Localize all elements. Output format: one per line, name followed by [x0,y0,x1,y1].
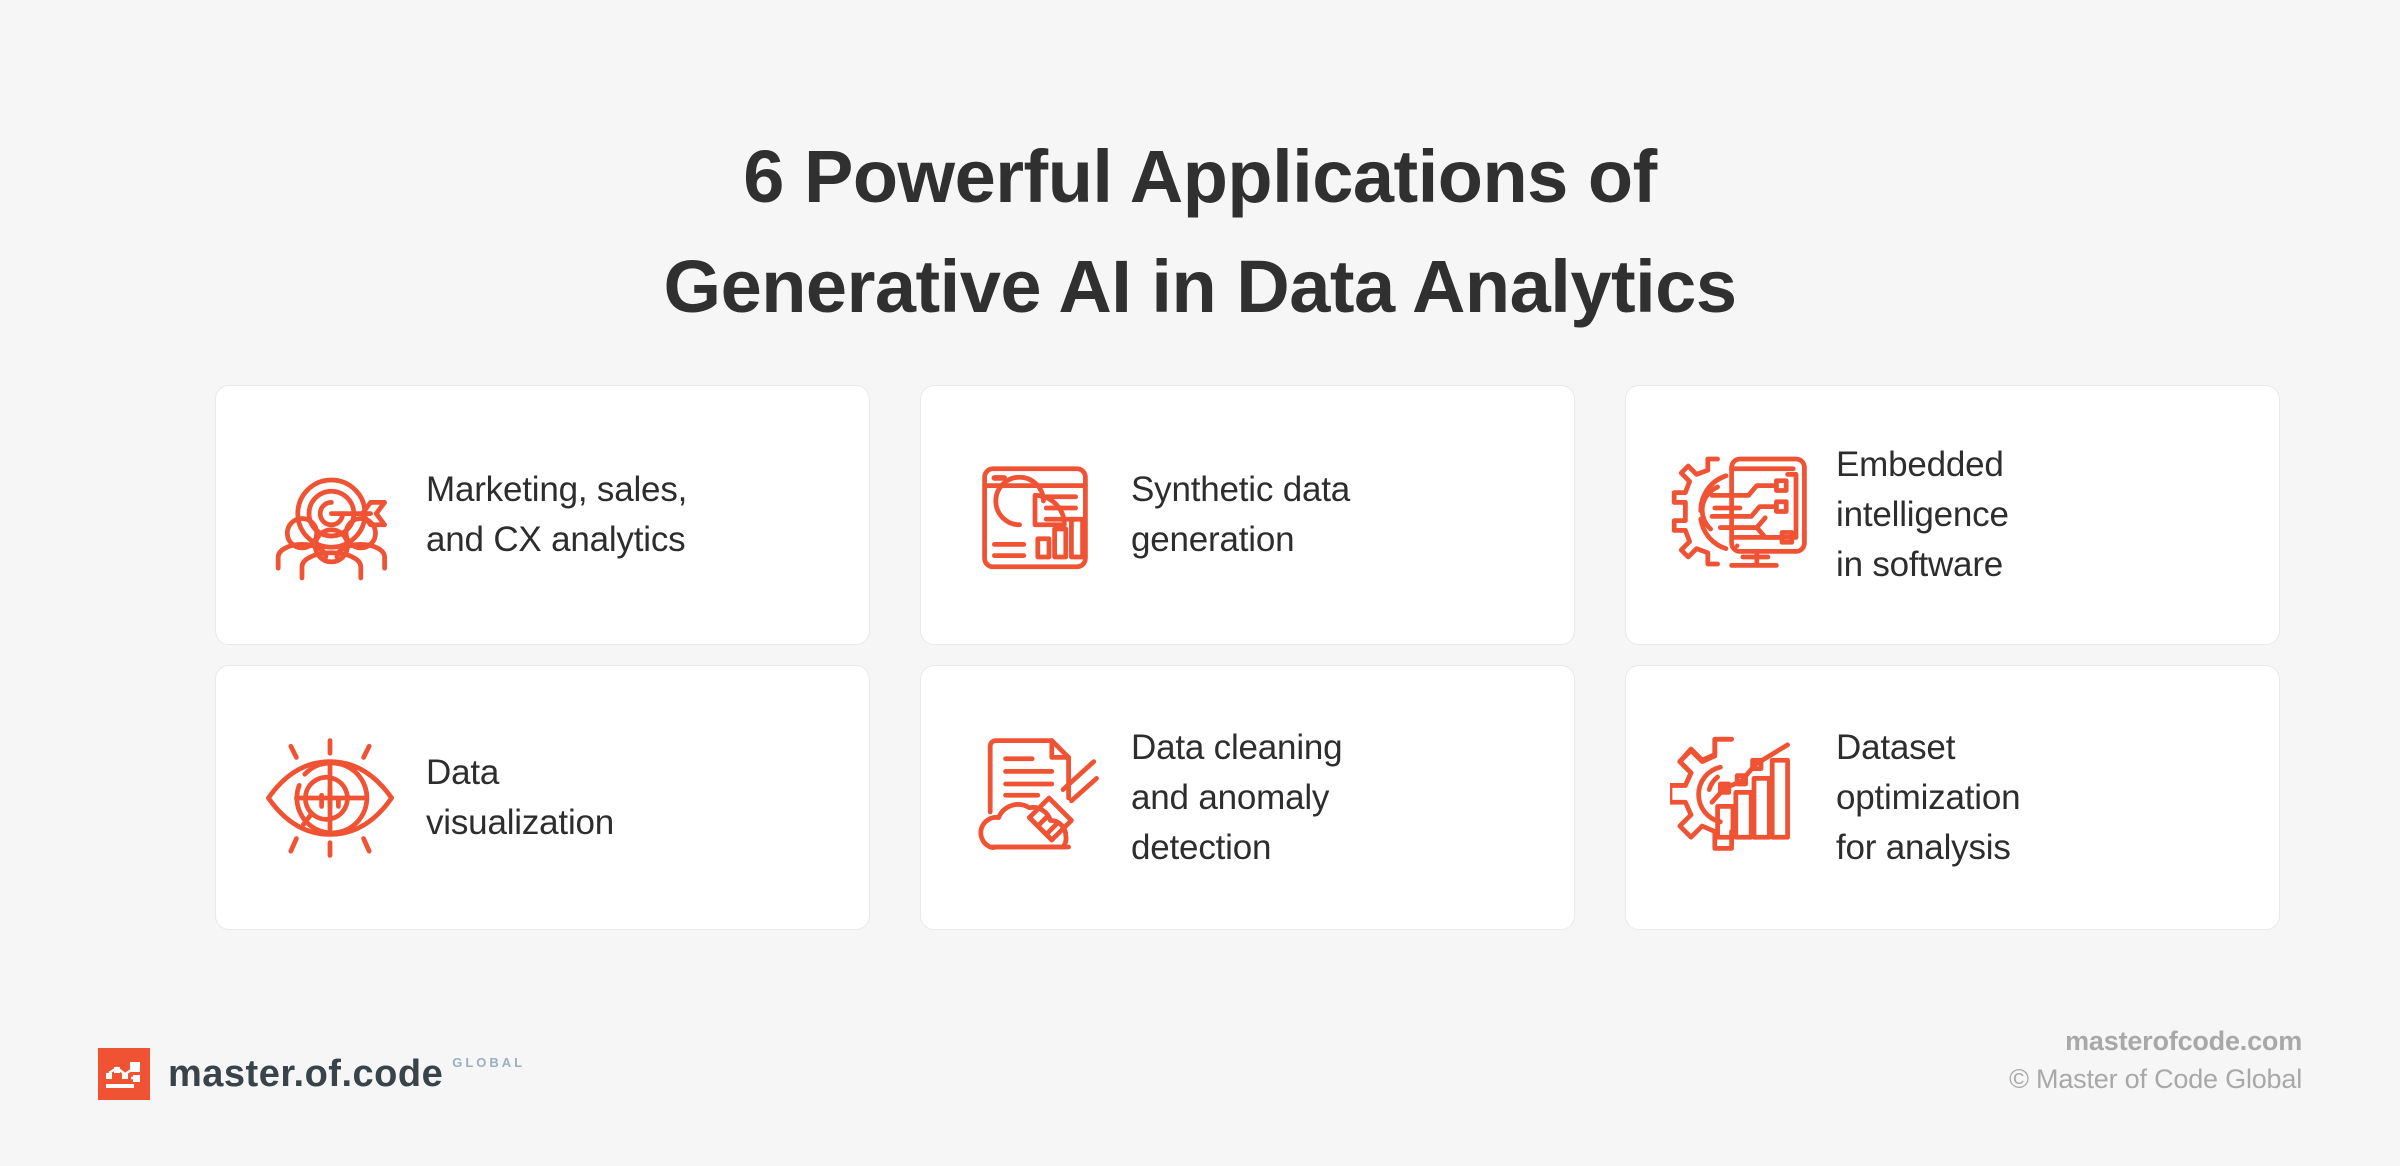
page-title-line-1: 6 Powerful Applications of [743,134,1657,218]
card-label: Dataset optimization for analysis [1836,723,2021,873]
card-label: Data cleaning and anomaly detection [1131,723,1343,873]
logo-wordmark: master.of.code GLOBAL [168,1054,525,1094]
footer-website[interactable]: masterofcode.com [2065,1026,2302,1056]
card-label: Data visualization [426,748,614,848]
page-title-line-2: Generative AI in Data Analytics [663,244,1737,328]
card-label: Synthetic data generation [1131,465,1350,565]
card-label-line-1: Data cleaning [1131,727,1343,767]
card-data-visualization[interactable]: Data visualization [215,665,870,930]
gear-monitor-circuit-icon [1670,445,1810,585]
card-label-line-1: Synthetic data [1131,470,1351,509]
card-label-line-2: and CX analytics [426,520,686,559]
card-dataset-optimization-for-analysis[interactable]: Dataset optimization for analysis [1625,665,2280,930]
dashboard-charts-icon [965,445,1105,585]
card-synthetic-data-generation[interactable]: Synthetic data generation [920,385,1575,645]
card-label-line-1: Embedded [1836,445,2004,484]
card-label-line-2: optimization [1836,777,2021,817]
card-label-line-2: intelligence [1836,495,2009,534]
card-label: Embedded intelligence in software [1836,440,2009,590]
footer-logo[interactable]: master.of.code GLOBAL [98,1048,525,1100]
card-label-line-1: Data [426,752,500,792]
gear-bar-chart-icon [1670,728,1810,868]
eye-analytics-icon [260,728,400,868]
card-embedded-intelligence-in-software[interactable]: Embedded intelligence in software [1625,385,2280,645]
logo-global-suffix: GLOBAL [452,1055,526,1070]
logo-text: master.of.code [168,1053,444,1095]
footer-copyright: © Master of Code Global [2009,1064,2302,1094]
card-label: Marketing, sales, and CX analytics [426,465,687,565]
target-audience-icon [260,445,400,585]
page-title: 6 Powerful Applications of Generative AI… [0,122,2400,342]
document-broom-icon [965,728,1105,868]
card-data-cleaning-anomaly-detection[interactable]: Data cleaning and anomaly detection [920,665,1575,930]
card-label-line-1: Dataset [1836,727,1956,767]
card-label-line-1: Marketing, sales, [426,470,688,509]
card-label-line-3: for analysis [1836,827,2011,867]
card-label-line-2: and anomaly [1131,777,1330,817]
card-label-line-3: in software [1836,545,2004,584]
card-label-line-3: detection [1131,827,1272,867]
application-cards-grid: Marketing, sales, and CX analytics [215,385,2280,930]
card-label-line-2: visualization [426,802,615,842]
master-of-code-logo-mark [98,1048,150,1100]
footer-credits: masterofcode.com © Master of Code Global [2009,1022,2302,1098]
card-marketing-sales-cx-analytics[interactable]: Marketing, sales, and CX analytics [215,385,870,645]
card-label-line-2: generation [1131,520,1295,559]
